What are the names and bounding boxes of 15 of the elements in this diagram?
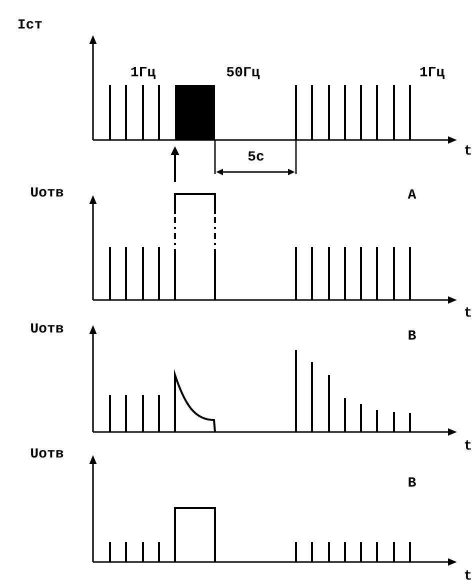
axis-label: t <box>464 570 471 580</box>
axis-label: Uотв <box>31 187 64 197</box>
axis-label: Uотв <box>31 323 64 333</box>
frequency-label: 1Гц <box>131 67 156 79</box>
axis-label: Uотв <box>31 448 64 458</box>
panel-letter: В <box>408 477 416 487</box>
axis-label: Iст <box>18 19 42 29</box>
axis-label: t <box>464 307 471 317</box>
panel-letter: В <box>408 330 416 340</box>
dimension-label: 5с <box>248 151 264 161</box>
axis-label: t <box>464 440 471 450</box>
panel-letter: А <box>408 189 416 199</box>
axis-label: t <box>464 145 471 155</box>
frequency-label: 50Гц <box>226 66 260 80</box>
frequency-label: 1Гц <box>420 67 444 79</box>
